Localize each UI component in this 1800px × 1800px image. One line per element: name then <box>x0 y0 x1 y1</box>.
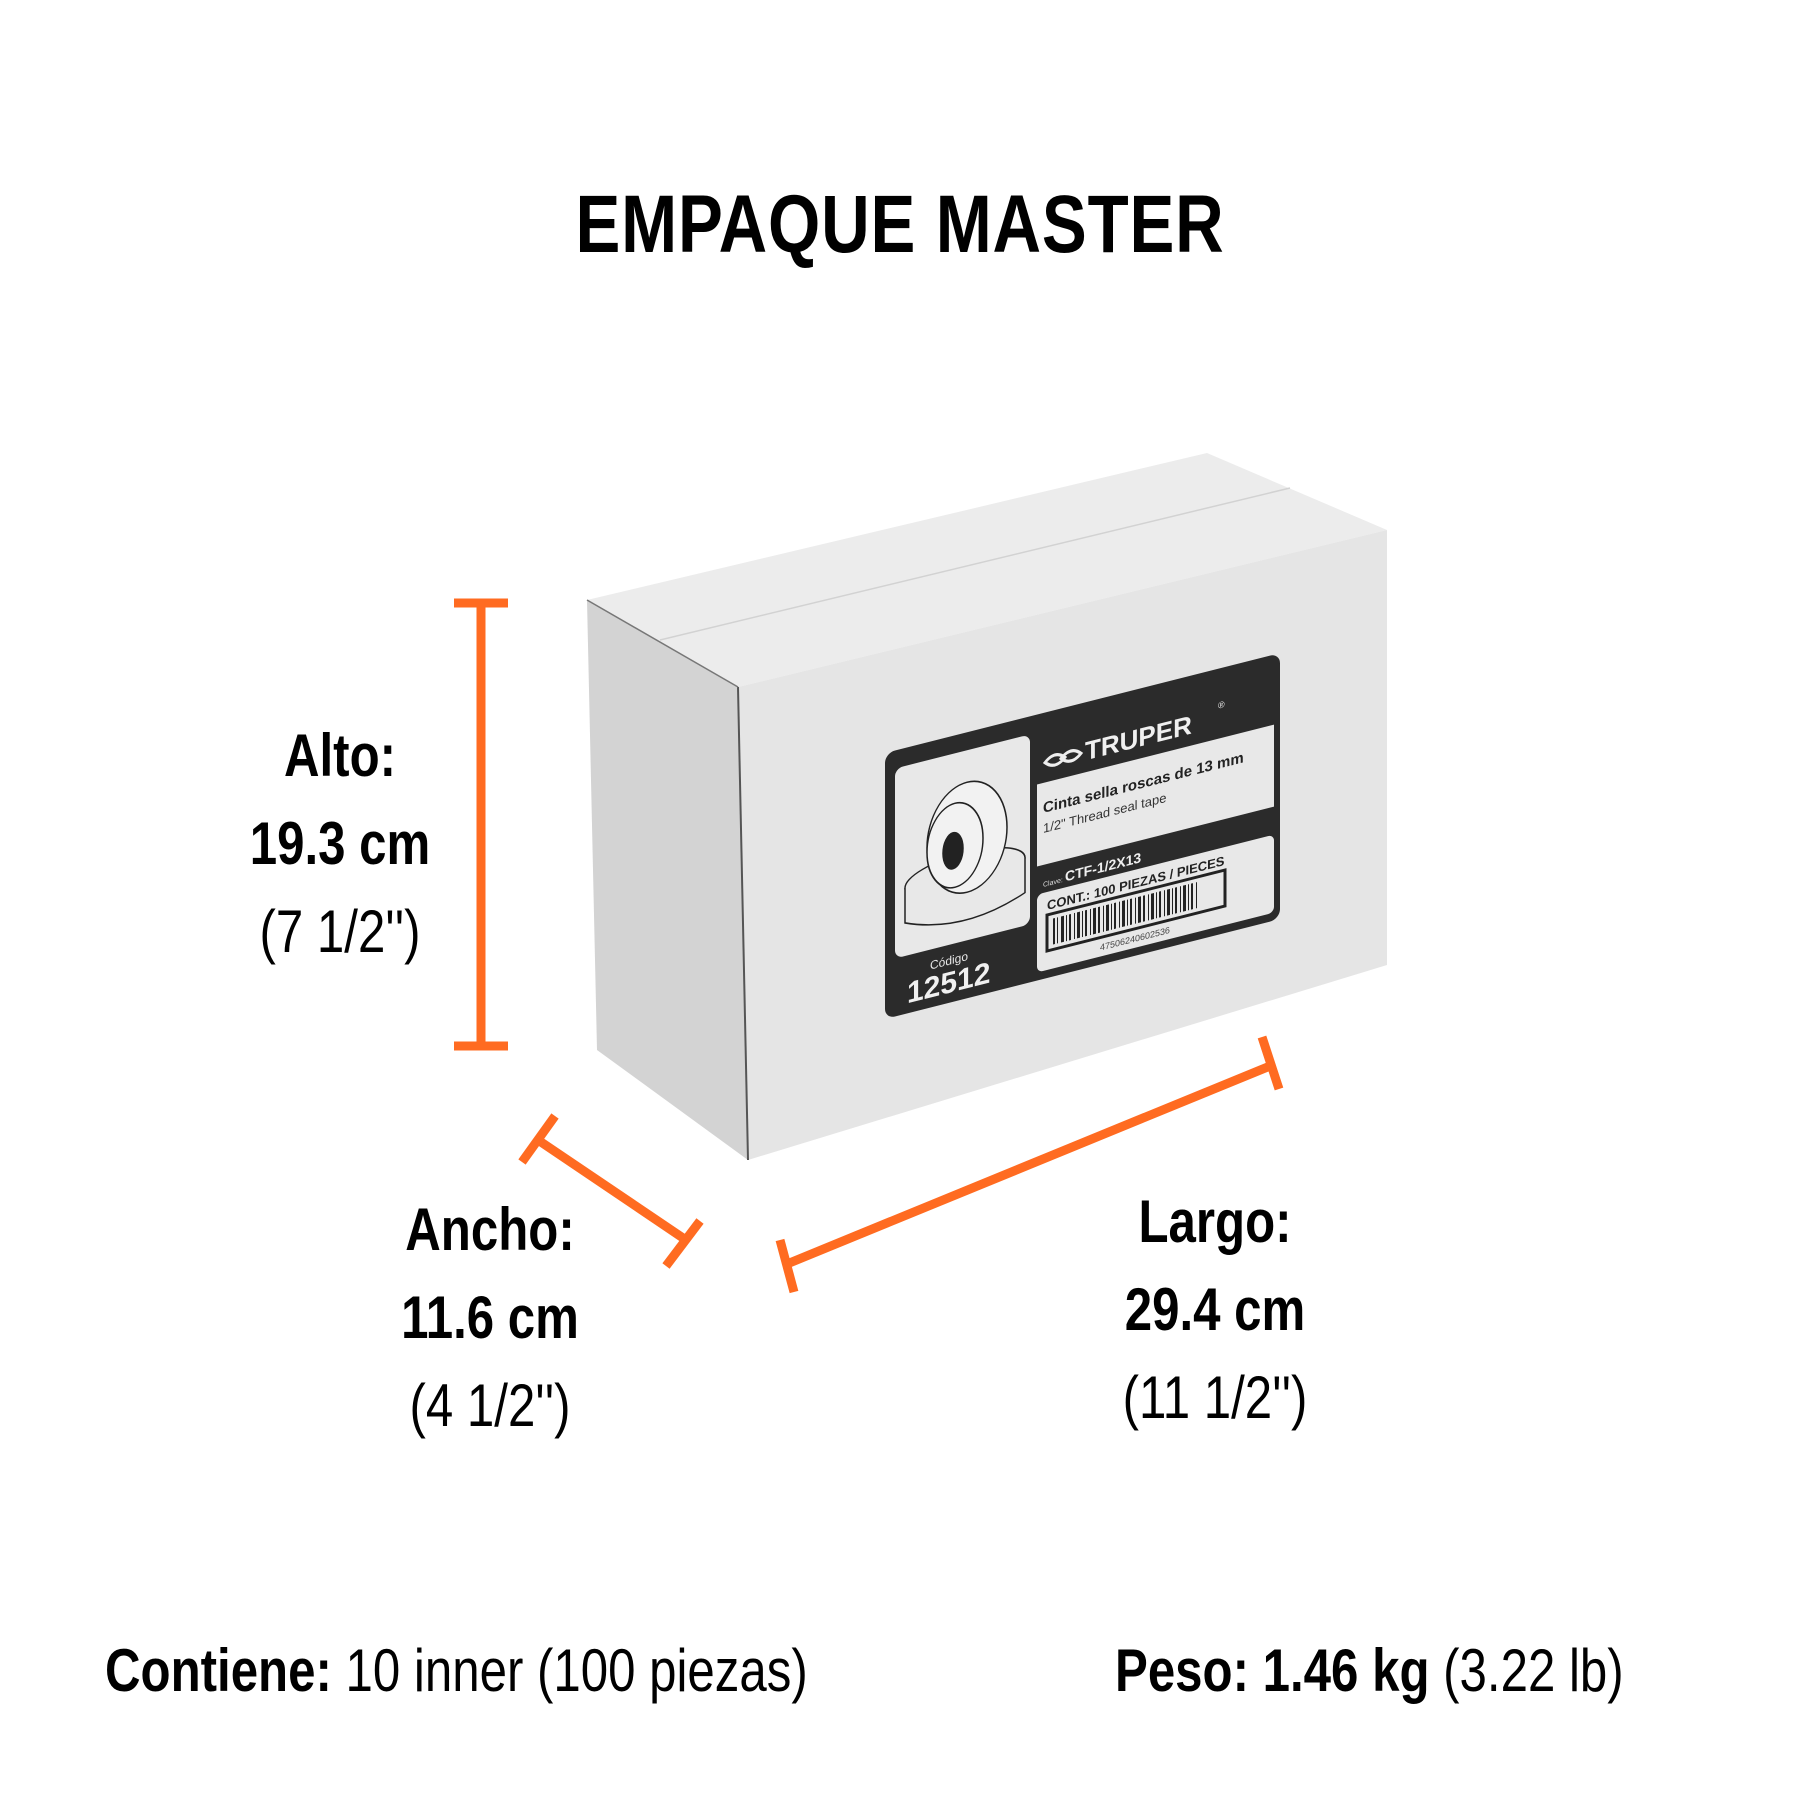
page-title: EMPAQUE MASTER <box>575 179 1225 270</box>
length-metric: 29.4 cm <box>1124 1276 1306 1343</box>
truper-logo-icon <box>1042 749 1084 767</box>
weight-value: 1.46 kg <box>1262 1637 1430 1704</box>
length-label: Largo: <box>1138 1188 1292 1255</box>
weight-info: Peso: 1.46 kg (3.22 lb) <box>1115 1636 1624 1705</box>
barcode <box>1053 882 1197 945</box>
contents-info: Contiene: 10 inner (100 piezas) <box>105 1636 808 1705</box>
height-dimension-line <box>454 598 508 1051</box>
height-imperial: (7 1/2'') <box>259 898 421 965</box>
weight-imperial: (3.22 lb) <box>1443 1637 1624 1704</box>
width-annotation: Ancho: 11.6 cm (4 1/2'') <box>383 1186 596 1450</box>
width-dimension-line <box>518 1113 704 1269</box>
length-imperial: (11 1/2'') <box>1122 1364 1308 1431</box>
height-metric: 19.3 cm <box>249 810 431 877</box>
contents-value: 10 inner (100 piezas) <box>345 1637 808 1704</box>
height-label: Alto: <box>283 722 397 789</box>
box-side-face <box>587 600 748 1160</box>
brand-registered-mark: ® <box>1218 699 1225 711</box>
contents-label: Contiene: <box>105 1637 332 1704</box>
box-label: Código 12512 TRUPER ® Cinta sella roscas… <box>885 655 1280 1017</box>
length-annotation: Largo: 29.4 cm (11 1/2'') <box>1108 1178 1321 1442</box>
length-dimension-line <box>775 1035 1284 1294</box>
weight-label: Peso: <box>1115 1637 1249 1704</box>
description-panel <box>1037 724 1274 867</box>
tape-roll-icon <box>904 780 1026 926</box>
width-metric: 11.6 cm <box>401 1284 579 1351</box>
height-annotation: Alto: 19.3 cm (7 1/2'') <box>225 712 455 976</box>
barcode-frame <box>1045 868 1227 953</box>
width-imperial: (4 1/2'') <box>409 1372 571 1439</box>
box-top-face <box>587 453 1387 687</box>
width-label: Ancho: <box>405 1196 575 1263</box>
